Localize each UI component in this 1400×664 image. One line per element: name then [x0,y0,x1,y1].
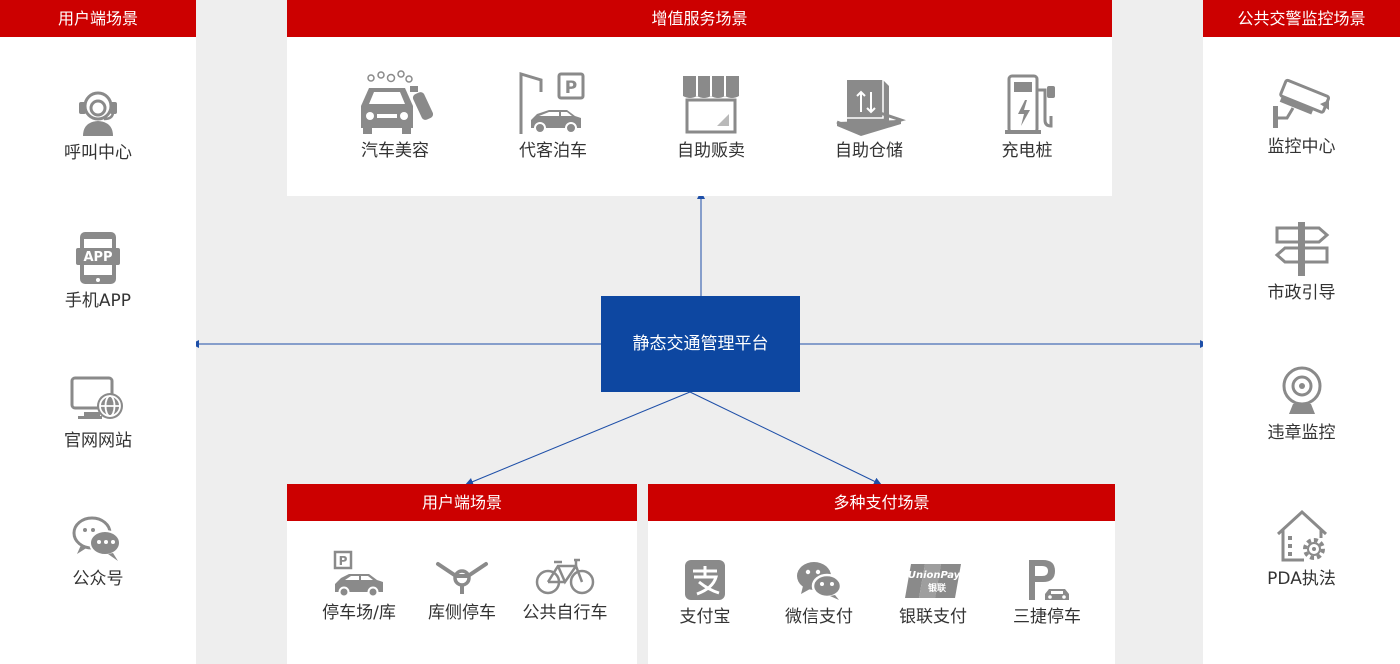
item-label: 停车场/库 [322,603,396,623]
arrow-to-bottom-right [689,391,882,485]
value-added-service-panel: 增值服务场景 汽车美容 P [287,0,1112,196]
list-item[interactable]: 三捷停车 [990,558,1104,627]
item-label: 微信支付 [785,607,853,627]
car-wash-icon [361,70,433,134]
item-label: PDA执法 [1267,569,1336,589]
list-item[interactable]: 违章监控 [1203,364,1400,443]
unionpay-icon: UnionPay 银联 [905,564,961,598]
list-item[interactable]: UnionPay 银联 银联支付 [876,558,990,627]
list-item[interactable]: 公众号 [0,512,196,589]
item-label: 充电桩 [1001,141,1053,161]
item-label: 支付宝 [679,607,731,627]
alipay-icon [685,560,725,600]
storage-box-icon [836,80,906,136]
vending-shop-icon [683,76,739,134]
wechat-pay-icon [797,562,843,600]
item-label: 官网网站 [64,431,132,451]
valet-parking-icon: P [519,71,585,134]
parking-car-icon: P [333,550,383,598]
charging-pile-icon [1005,74,1055,134]
item-label: 自助贩卖 [677,141,745,161]
mobile-app-icon: APP [76,232,120,284]
svg-text:UnionPay: UnionPay [908,570,961,581]
svg-text:P: P [565,78,577,98]
svg-text:P: P [339,554,348,568]
platform-box[interactable]: 静态交通管理平台 [601,296,800,392]
list-item[interactable]: APP 手机APP [0,230,196,311]
item-label: 银联支付 [899,607,967,627]
sanjie-parking-icon [1029,560,1069,600]
cctv-camera-icon [1272,78,1330,128]
item-label: 公众号 [72,569,124,589]
list-item[interactable]: P 停车场/库 [301,550,417,623]
headset-icon [79,91,117,136]
svg-text:APP: APP [83,250,112,265]
list-item[interactable]: 公共自行车 [507,550,623,623]
panel-title: 增值服务场景 [287,0,1112,37]
item-label: 自助仓储 [835,141,903,161]
item-label: 库侧停车 [428,603,496,623]
list-item[interactable]: P 代客泊车 [493,70,613,161]
signpost-icon [1274,222,1329,276]
house-gear-icon [1276,509,1327,562]
list-item[interactable]: PDA执法 [1203,508,1400,589]
item-label: 监控中心 [1267,137,1336,157]
item-label: 违章监控 [1267,423,1336,443]
bicycle-icon [535,558,595,595]
wechat-chat-icon [72,516,121,561]
list-item[interactable]: 汽车美容 [335,70,455,161]
panel-title: 用户端场景 [287,484,637,521]
user-scene-panel-left: 用户端场景 呼叫中心 APP 手机APP [0,0,196,664]
list-item[interactable]: 微信支付 [762,558,876,627]
list-item[interactable]: 自助仓储 [809,70,929,161]
webcam-icon [1282,366,1321,414]
item-label: 呼叫中心 [64,143,132,163]
item-label: 公共自行车 [522,603,608,623]
list-item[interactable]: 监控中心 [1203,74,1400,157]
panel-title: 多种支付场景 [648,484,1115,521]
website-globe-icon [70,376,123,419]
item-label: 手机APP [64,291,132,311]
list-item[interactable]: 库侧停车 [404,550,520,623]
panel-title: 用户端场景 [0,0,196,37]
item-label: 代客泊车 [519,141,587,161]
item-label: 三捷停车 [1013,607,1081,627]
user-scene-panel-bottom: 用户端场景 P 停车场/库 库侧停车 公共自行车 [287,484,637,664]
list-item[interactable]: 充电桩 [967,70,1087,161]
list-item[interactable]: 支付宝 [648,558,762,627]
panel-title: 公共交警监控场景 [1203,0,1400,37]
traffic-police-monitor-panel: 公共交警监控场景 监控中心 市政引导 违章监控 [1203,0,1400,664]
list-item[interactable]: 自助贩卖 [651,70,771,161]
list-item[interactable]: 官网网站 [0,374,196,451]
list-item[interactable]: 市政引导 [1203,220,1400,303]
payment-scene-panel: 多种支付场景 支付宝 微信支付 UnionPay 银联 银联支付 [648,484,1115,664]
item-label: 汽车美容 [361,141,429,161]
item-label: 市政引导 [1267,283,1336,303]
svg-text:银联: 银联 [928,582,947,594]
steering-wheel-icon [436,562,488,594]
arrow-to-bottom-left [465,391,691,486]
list-item[interactable]: 呼叫中心 [0,86,196,163]
